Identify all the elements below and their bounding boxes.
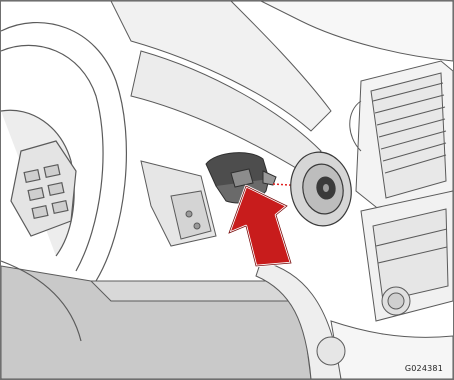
air-vent-icon (350, 61, 453, 211)
steering-column (141, 161, 216, 246)
lower-console (1, 261, 341, 379)
image-code: G024381 (405, 364, 443, 373)
